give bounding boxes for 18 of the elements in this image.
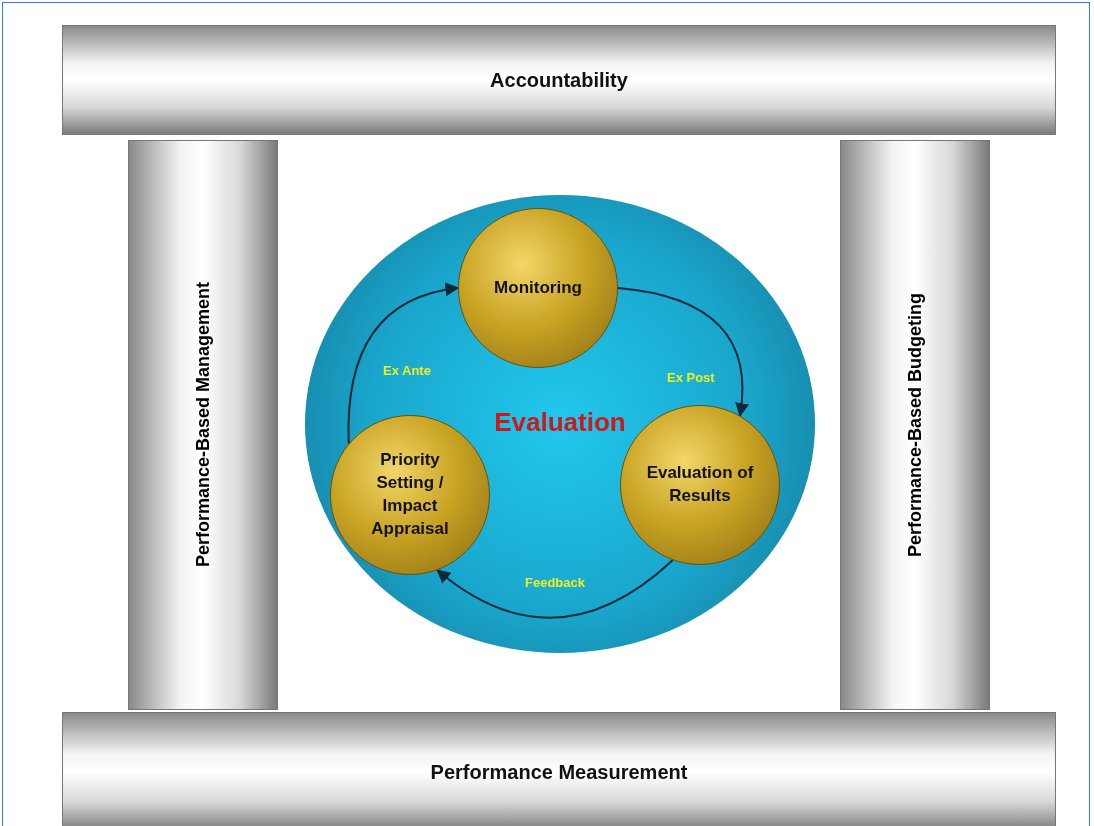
stage-label: Evaluation of Results	[645, 462, 755, 507]
beam-label: Accountability	[490, 68, 628, 92]
pillar-label: Performance-Based Budgeting	[904, 292, 926, 558]
left-pillar	[128, 140, 278, 710]
edge-label: Ex Post	[667, 370, 715, 385]
right-pillar	[840, 140, 990, 710]
edge-label: Feedback	[525, 575, 585, 590]
edge-label: Ex Ante	[383, 363, 431, 378]
circle-title: Evaluation	[493, 407, 627, 438]
pillar-label: Performance-Based Management	[192, 282, 214, 568]
stage-label: Monitoring	[493, 276, 583, 299]
stage-label: Priority Setting / Impact Appraisal	[370, 449, 450, 540]
arrow	[347, 283, 460, 445]
arrow	[436, 559, 674, 619]
bottom-beam	[62, 712, 1056, 826]
top-beam	[62, 25, 1056, 135]
arrow	[617, 287, 749, 418]
beam-label: Performance Measurement	[430, 760, 688, 784]
